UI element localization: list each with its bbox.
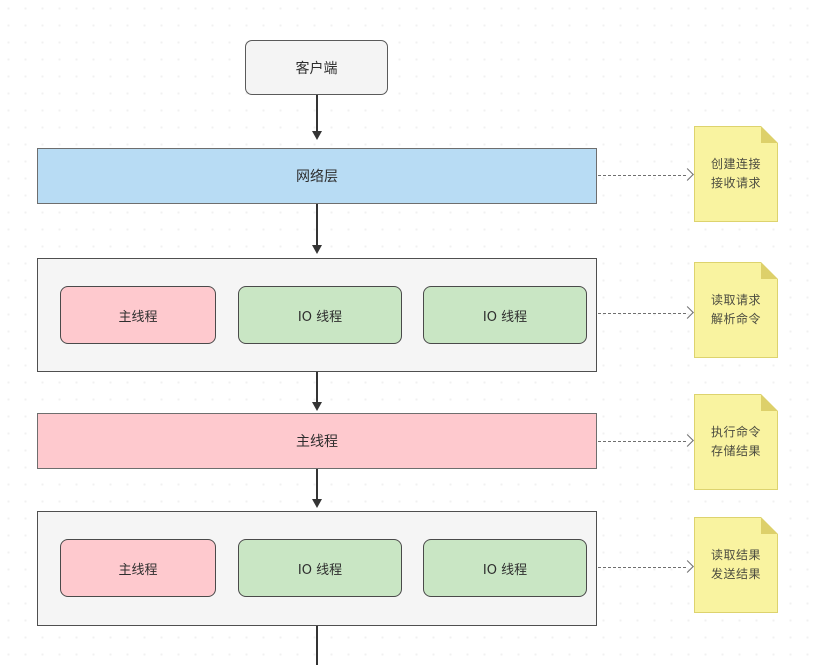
client-label: 客户端 [295, 60, 338, 77]
note-line: 读取请求 [710, 293, 761, 307]
note-fold-icon [761, 126, 778, 143]
arrow-down-icon [312, 499, 322, 508]
thread-io2-top: IO 线程 [423, 286, 587, 344]
thread-label: 主线程 [118, 562, 158, 578]
arrow-topgroup-to-mainthread [312, 372, 322, 411]
thread-label: IO 线程 [297, 309, 343, 325]
note-read-result: 读取结果 发送结果 [694, 517, 778, 613]
arrow-right-icon [681, 434, 694, 448]
note-fold-icon [761, 394, 778, 411]
arrow-right-icon [681, 306, 694, 320]
note-create-connection: 创建连接 接收请求 [694, 126, 778, 222]
thread-main-top: 主线程 [60, 286, 216, 344]
main-thread-label: 主线程 [296, 434, 338, 450]
note-line: 执行命令 [710, 425, 761, 439]
note-line: 发送结果 [710, 567, 761, 581]
thread-label: IO 线程 [482, 562, 528, 578]
note-execute-command: 执行命令 存储结果 [694, 394, 778, 490]
arrow-down-icon [312, 245, 322, 254]
arrow-bottomgroup-down [316, 626, 318, 665]
network-layer-label: 网络层 [296, 169, 338, 185]
note-read-request: 读取请求 解析命令 [694, 262, 778, 358]
network-layer-bar: 网络层 [37, 148, 597, 204]
thread-io1-bottom: IO 线程 [238, 539, 402, 597]
thread-io2-bottom: IO 线程 [423, 539, 587, 597]
thread-label: IO 线程 [297, 562, 343, 578]
arrow-down-icon [312, 131, 322, 140]
thread-label: IO 线程 [482, 309, 528, 325]
note-line: 创建连接 [710, 157, 761, 171]
thread-group-bottom: 主线程 IO 线程 IO 线程 [37, 511, 597, 626]
arrow-down-icon [312, 402, 322, 411]
note-fold-icon [761, 262, 778, 279]
thread-group-top: 主线程 IO 线程 IO 线程 [37, 258, 597, 372]
arrow-right-icon [681, 168, 694, 182]
arrow-right-icon [681, 560, 694, 574]
main-thread-bar: 主线程 [37, 413, 597, 469]
thread-io1-top: IO 线程 [238, 286, 402, 344]
dashed-arrow-bottomgroup-to-note4 [598, 560, 694, 574]
dashed-arrow-mainthread-to-note3 [598, 434, 694, 448]
arrow-client-to-network [312, 95, 322, 140]
arrow-mainthread-to-bottom-group [312, 469, 322, 508]
thread-label: 主线程 [118, 309, 158, 325]
dashed-arrow-topgroup-to-note2 [598, 306, 694, 320]
note-fold-icon [761, 517, 778, 534]
note-line: 读取结果 [710, 548, 761, 562]
note-line: 解析命令 [710, 312, 761, 326]
dashed-arrow-network-to-note1 [598, 168, 694, 182]
note-line: 接收请求 [710, 176, 761, 190]
client-node: 客户端 [245, 40, 388, 95]
note-line: 存储结果 [710, 444, 761, 458]
thread-main-bottom: 主线程 [60, 539, 216, 597]
arrow-network-to-top-group [312, 204, 322, 254]
